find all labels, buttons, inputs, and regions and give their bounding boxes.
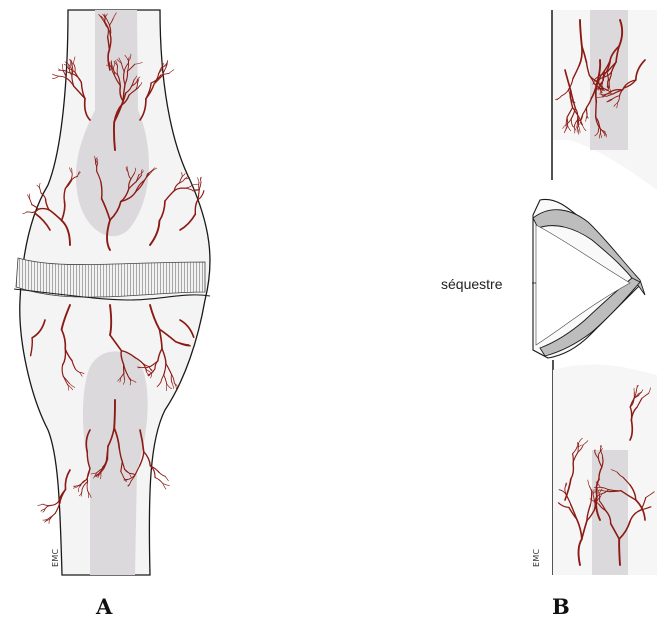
sequestrum-label: séquestre bbox=[441, 276, 502, 292]
vessel-branch bbox=[596, 102, 597, 117]
vessel-branch bbox=[155, 478, 163, 484]
vessel-branch bbox=[199, 182, 201, 189]
vessel-branch bbox=[578, 443, 579, 452]
vessel-branch bbox=[23, 212, 27, 214]
vessel-branch bbox=[58, 76, 66, 78]
vessel-branch bbox=[27, 212, 33, 213]
vessel-branch bbox=[53, 76, 59, 78]
panel-b-emc-mark: EMC bbox=[532, 549, 541, 567]
vessel-branch bbox=[192, 184, 198, 185]
vessel-branch bbox=[201, 177, 202, 182]
vessel-branch bbox=[49, 513, 55, 518]
vessel-branch bbox=[198, 178, 200, 183]
vessel-branch bbox=[573, 454, 574, 464]
vessel-branch bbox=[30, 199, 32, 205]
panel-a-growth-plate bbox=[16, 258, 205, 297]
panel-b-letter: B bbox=[552, 594, 570, 619]
panel-a-emc-mark: EMC bbox=[51, 549, 60, 567]
vessel-branch bbox=[165, 476, 168, 480]
vessel-branch bbox=[619, 539, 620, 565]
vessel-branch bbox=[45, 506, 50, 510]
vessel-branch bbox=[53, 75, 59, 77]
vessel-branch bbox=[40, 188, 42, 193]
vessel-branch bbox=[114, 122, 115, 150]
vessel-branch bbox=[169, 70, 174, 74]
vessel-branch bbox=[114, 400, 115, 428]
panel-a-letter: A bbox=[96, 594, 112, 619]
vessel-branch bbox=[159, 473, 165, 477]
panel-a-bone bbox=[14, 10, 210, 575]
vessel-branch bbox=[38, 504, 43, 506]
vessel-branch bbox=[39, 183, 40, 187]
vessel-branch bbox=[108, 446, 109, 459]
vessel-branch bbox=[50, 501, 59, 505]
vessel-branch bbox=[63, 64, 64, 70]
vessel-branch bbox=[37, 185, 40, 188]
panel-b-bone bbox=[532, 10, 657, 575]
